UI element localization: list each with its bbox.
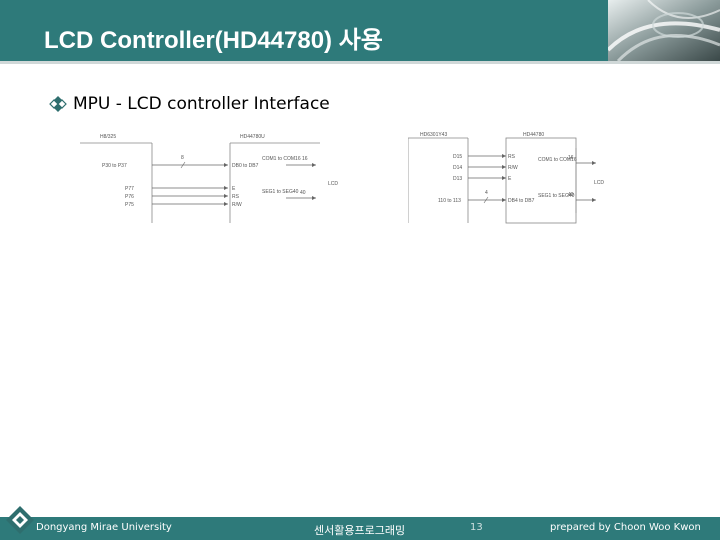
lcd-label: LCD	[594, 180, 604, 186]
chip-b-label: HD44780U	[240, 134, 265, 140]
db-label: DB4 to DB7	[508, 198, 535, 204]
footer-university: Dongyang Mirae University	[36, 522, 172, 533]
university-logo-icon	[6, 506, 34, 534]
seg-width: 40	[568, 192, 574, 198]
decorative-swirl-image	[608, 0, 720, 61]
ctrl-pin-2: P75	[125, 202, 134, 208]
com-label: COM1 to COM16	[538, 157, 577, 163]
footer-bar	[0, 517, 720, 540]
seg-width: 40	[300, 190, 306, 196]
footer-page-number: 13	[470, 522, 483, 533]
footer-author: prepared by Choon Woo Kwon	[550, 522, 701, 533]
ctrl-signal-1: RS	[232, 194, 240, 200]
com-width: 16	[302, 156, 308, 162]
chip-a-label: H8/325	[100, 134, 116, 140]
title-underline	[0, 61, 720, 64]
ctrl-signal-2: R/W	[232, 202, 242, 208]
ctrl-pin-0: P77	[125, 186, 134, 192]
chip-a-label: HD6301Y43	[420, 132, 447, 138]
seg-label: SEG1 to SEG40	[538, 193, 575, 199]
h8-hd44780-interface-diagram: H8/325 HD44780U P30 to P37 8 DB0 to DB7 …	[80, 134, 338, 223]
bus-width: 8	[181, 155, 184, 161]
db-label: DB0 to DB7	[232, 163, 259, 169]
slide-title: LCD Controller(HD44780) 사용	[44, 27, 383, 54]
signal-0: RS	[508, 154, 516, 160]
footer-course: 센서활용프로그래밍	[314, 524, 406, 537]
seg-label: SEG1 to SEG40	[262, 189, 299, 195]
signal-1: R/W	[508, 165, 518, 171]
pin-2: D13	[453, 176, 462, 182]
slide-subtitle: MPU - LCD controller Interface	[73, 94, 330, 114]
signal-2: E	[508, 176, 512, 182]
chip-b-label: HD44780	[523, 132, 544, 138]
com-label: COM1 to COM16	[262, 156, 301, 162]
bus-label: P30 to P37	[102, 163, 127, 169]
lcd-label: LCD	[328, 181, 338, 187]
bus-label: 110 to 113	[438, 198, 461, 204]
com-width: 16	[568, 155, 574, 161]
title-bar	[0, 0, 720, 61]
hd6301-hd44780-interface-diagram: HD6301Y43 HD44780 D15 D14 D13 RS R/W E 1…	[408, 132, 604, 224]
pin-0: D15	[453, 154, 462, 160]
ctrl-signal-0: E	[232, 186, 236, 192]
pin-1: D14	[453, 165, 462, 171]
bus-width: 4	[485, 190, 488, 196]
ctrl-pin-1: P76	[125, 194, 134, 200]
diamond-bullet-icon	[49, 96, 67, 112]
